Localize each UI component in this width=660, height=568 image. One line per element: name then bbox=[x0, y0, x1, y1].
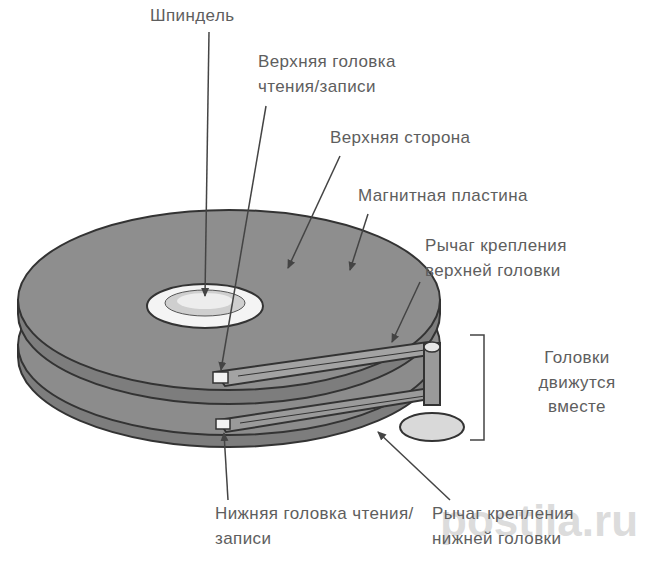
part-label: Шпиндель bbox=[150, 4, 280, 29]
part-label: Магнитная пластина bbox=[358, 184, 618, 209]
part-label: Рычаг крепления верхней головки bbox=[425, 234, 615, 283]
part-label: Рычаг крепления нижней головки bbox=[432, 502, 632, 551]
upper-arm bbox=[213, 342, 440, 405]
group-bracket bbox=[470, 335, 484, 440]
upper-platter bbox=[18, 210, 440, 404]
part-label: Верхняя сторона bbox=[330, 126, 550, 151]
part-label: Нижняя головка чтения/записи bbox=[215, 502, 415, 551]
part-label: Головки движутся вместе bbox=[512, 346, 642, 420]
part-label: Верхняя головка чтения/записи bbox=[258, 50, 458, 99]
leader-lines bbox=[205, 32, 450, 500]
